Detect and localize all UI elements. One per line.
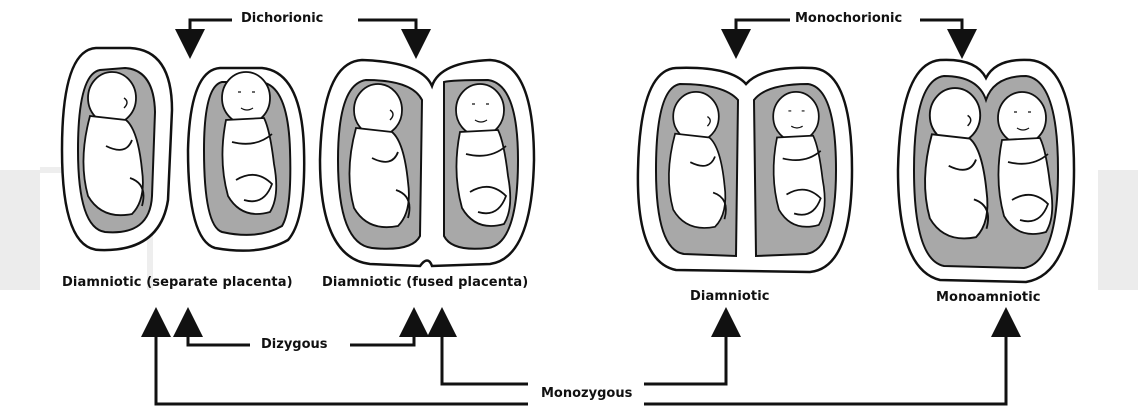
separate-placenta-label: Diamniotic (separate placenta)	[62, 275, 293, 290]
fetus-drawing	[222, 72, 276, 214]
dichorionic-arrow-left	[190, 20, 232, 44]
monozygous-label: Monozygous	[538, 386, 635, 402]
fetus-drawing	[773, 92, 825, 227]
dichorionic-label: Dichorionic	[238, 11, 326, 27]
monochorionic-arrow-left	[736, 20, 790, 44]
dizygous-arrow-right	[350, 322, 414, 345]
dichorionic-arrow-right	[358, 20, 416, 44]
fetus-drawing	[349, 84, 409, 227]
monozygous-arrow-mono-di	[644, 322, 726, 384]
monozygous-arrow-outer-left	[156, 322, 528, 404]
monozygous-arrow-monoamniotic	[644, 322, 1006, 404]
fetus-drawing	[83, 72, 143, 215]
monoamniotic-label: Monoamniotic	[936, 290, 1041, 305]
fused-placenta-label: Diamniotic (fused placenta)	[322, 275, 528, 290]
monochorionic-arrow-right	[920, 20, 962, 44]
fetus-drawing	[456, 84, 510, 226]
fetus-drawing	[925, 88, 988, 238]
monozygous-arrow-inner-left	[442, 322, 528, 384]
dizygous-arrow-left	[188, 322, 250, 345]
mono-diamniotic-label: Diamniotic	[690, 289, 770, 304]
fetus-drawing	[669, 92, 726, 228]
monochorionic-label: Monochorionic	[792, 11, 905, 27]
fetus-drawing	[998, 92, 1052, 234]
dizygous-label: Dizygous	[258, 337, 331, 353]
